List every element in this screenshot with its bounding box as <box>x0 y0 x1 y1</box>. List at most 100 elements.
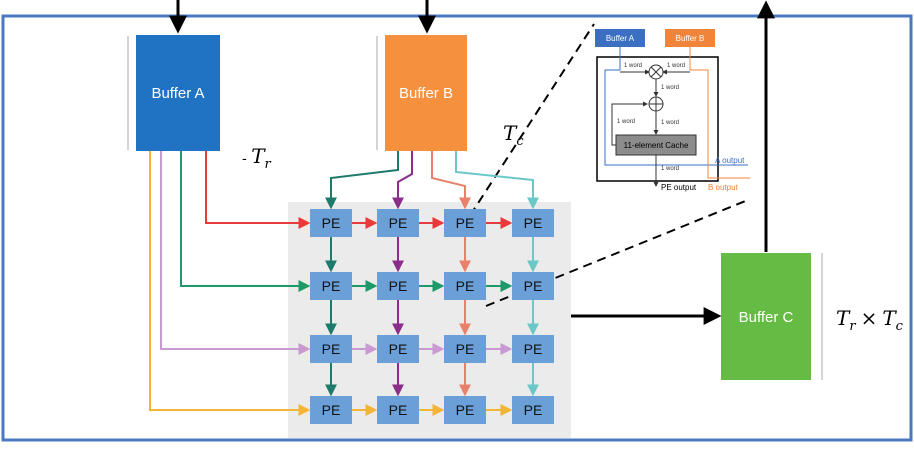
pe-label: PE <box>524 215 543 231</box>
inset-buffer-b-box <box>665 29 715 47</box>
inset-word-feedback: 1 word <box>617 119 635 125</box>
inset-word-out: 1 word <box>661 166 679 172</box>
trtc-tr-symbol: T <box>836 306 851 330</box>
b-feed-col1 <box>325 151 399 210</box>
pe-box <box>444 396 486 424</box>
tr-symbol: T <box>251 144 266 168</box>
buffer-c-label: Buffer C <box>739 309 794 326</box>
pe-cell: PE <box>512 209 554 237</box>
tr-sub: r <box>265 157 272 172</box>
pe-label: PE <box>322 278 341 294</box>
pe-box <box>377 272 419 300</box>
adder-plus <box>649 97 663 111</box>
pe-grid: PE PE PE PE PE PE PE PE PE PE PE PE PE PE PE PE <box>310 209 554 424</box>
pe-cell: PE <box>444 335 486 363</box>
pe-box <box>310 272 352 300</box>
a-feed-row2 <box>180 151 311 292</box>
a-feed-row3 <box>160 151 311 355</box>
inset-frame <box>596 56 719 182</box>
pe-label: PE <box>389 215 408 231</box>
pe-label: PE <box>322 341 341 357</box>
pe-box <box>444 335 486 363</box>
pe-cell: PE <box>512 335 554 363</box>
pe-cell: PE <box>310 396 352 424</box>
pe-cell: PE <box>444 272 486 300</box>
tc-annotation: Tc <box>503 121 524 149</box>
inset-word-add: 1 word <box>661 120 679 126</box>
buffer-b-box <box>385 35 467 151</box>
trtc-times: × <box>861 306 878 330</box>
pe-box <box>377 209 419 237</box>
pe-cell: PE <box>377 272 419 300</box>
pe-label: PE <box>456 402 475 418</box>
pe-label: PE <box>456 341 475 357</box>
inset-b-output-label: B output <box>708 183 739 192</box>
pe-detail-inset: Buffer A Buffer B 1 word 1 word 1 word 1… <box>595 29 750 192</box>
tc-sub: c <box>516 134 524 149</box>
pe-label: PE <box>456 278 475 294</box>
pe-label: PE <box>524 278 543 294</box>
inset-feedback-loop <box>611 101 648 146</box>
wires-layer <box>149 151 539 416</box>
buffer-a-label: Buffer A <box>151 85 204 102</box>
tc-symbol: T <box>503 121 518 145</box>
b-feed-col4 <box>455 151 539 210</box>
tr-dash: - <box>242 151 251 167</box>
inset-word-b: 1 word <box>667 63 685 69</box>
multiplier-cross <box>650 66 662 78</box>
pe-box <box>512 335 554 363</box>
inset-pe-output-label: PE output <box>661 183 697 192</box>
pe-box <box>512 209 554 237</box>
pe-cell: PE <box>377 335 419 363</box>
b-feed-col2 <box>392 151 413 210</box>
pe-cell: PE <box>512 396 554 424</box>
pe-cell: PE <box>377 396 419 424</box>
pe-box <box>512 396 554 424</box>
inset-buffer-a-label: Buffer A <box>606 34 635 43</box>
pe-cell: PE <box>310 272 352 300</box>
a-feed-row4 <box>149 151 311 416</box>
pe-box <box>310 209 352 237</box>
pe-cell: PE <box>444 396 486 424</box>
b-feed-col3 <box>431 151 471 210</box>
pe-box <box>512 272 554 300</box>
pe-label: PE <box>524 402 543 418</box>
pe-cell: PE <box>444 209 486 237</box>
pe-label: PE <box>524 341 543 357</box>
pe-box <box>444 272 486 300</box>
pe-box <box>377 335 419 363</box>
inset-word-mult: 1 word <box>661 85 679 91</box>
pe-cell: PE <box>310 335 352 363</box>
pe-cell: PE <box>377 209 419 237</box>
pe-box <box>310 396 352 424</box>
outer-frame <box>1 14 913 442</box>
trtc-tr-sub: r <box>849 319 856 334</box>
pe-box <box>377 396 419 424</box>
inset-buffer-b-label: Buffer B <box>676 34 705 43</box>
cache-label: 11-element Cache <box>624 141 689 150</box>
tr-annotation: - Tr <box>242 144 272 172</box>
pe-cell: PE <box>512 272 554 300</box>
pe-label: PE <box>389 402 408 418</box>
pe-box <box>310 335 352 363</box>
pe-label: PE <box>389 341 408 357</box>
trtc-tc-symbol: T <box>882 306 897 330</box>
pe-label: PE <box>389 278 408 294</box>
pe-label: PE <box>322 215 341 231</box>
buffer-c-box <box>721 253 811 380</box>
inset-a-path <box>604 47 748 166</box>
inset-b-path <box>689 47 750 179</box>
inset-buffer-a-box <box>595 29 645 47</box>
inset-a-output-label: A output <box>715 156 745 165</box>
inset-word-a: 1 word <box>624 63 642 69</box>
trtc-annotation: Tr×Tc <box>836 306 904 334</box>
zoom-line-top <box>461 23 595 229</box>
pe-label: PE <box>456 215 475 231</box>
a-feed-row1 <box>205 151 311 229</box>
trtc-tc-sub: c <box>896 319 904 334</box>
pe-cell: PE <box>310 209 352 237</box>
pe-label: PE <box>322 402 341 418</box>
pe-box <box>444 209 486 237</box>
